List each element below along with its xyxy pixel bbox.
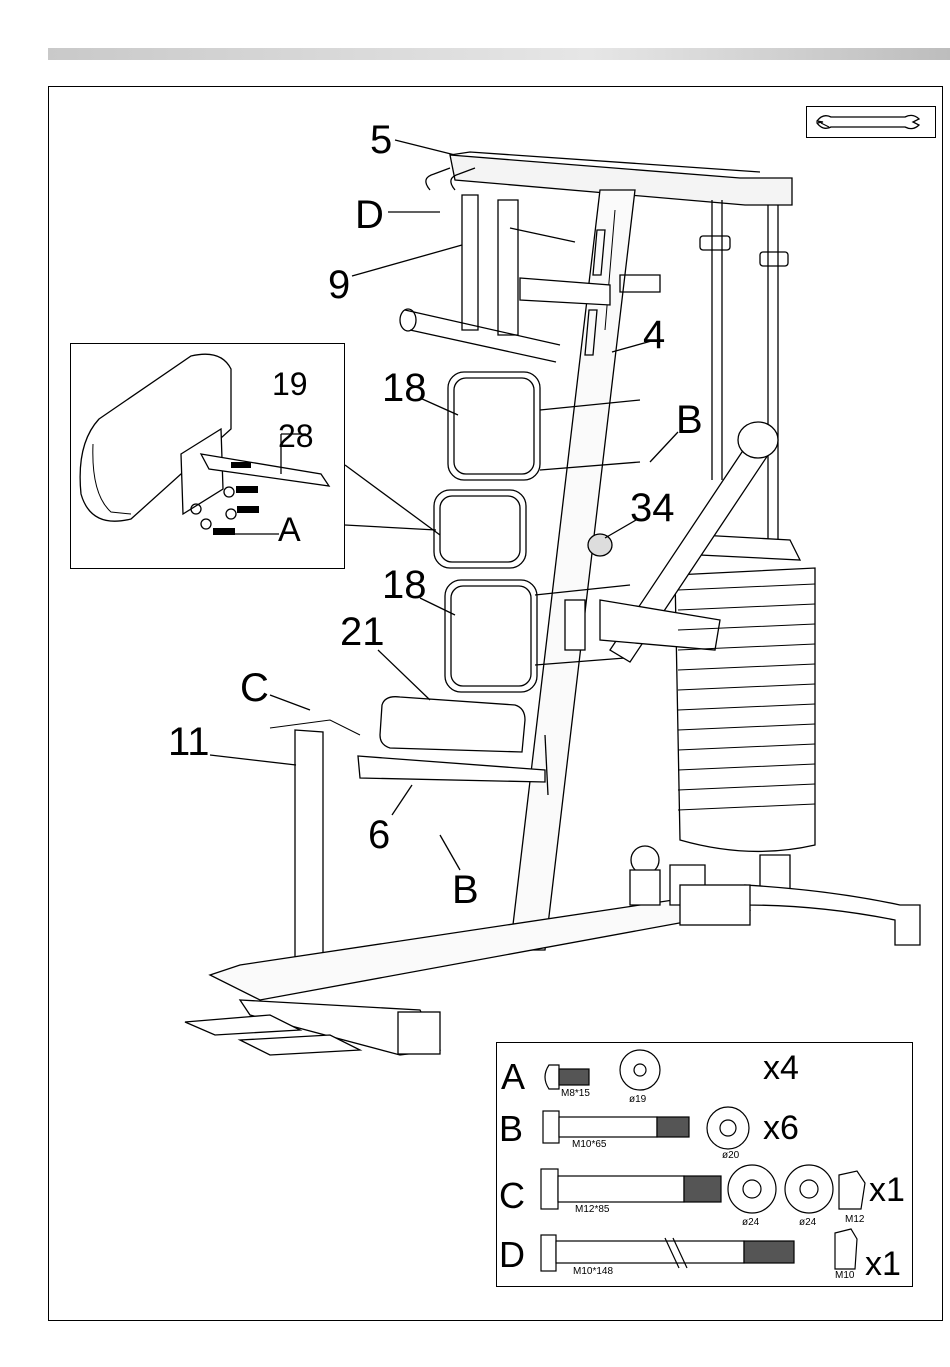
hardware-washer-B: ø20 xyxy=(722,1151,739,1161)
callout-34: 34 xyxy=(630,488,675,528)
callout-5: 5 xyxy=(370,120,392,160)
hardware-qty-D: x1 xyxy=(865,1247,901,1281)
hardware-drawing xyxy=(497,1043,912,1286)
callout-B-bottom: B xyxy=(452,870,479,910)
hardware-qty-C: x1 xyxy=(869,1173,905,1207)
hardware-nut-C: M12 xyxy=(845,1215,864,1225)
hardware-nut-D: M10 xyxy=(835,1271,854,1281)
hardware-letter-B: B xyxy=(499,1111,523,1147)
hardware-bolt-B: M10*65 xyxy=(572,1140,606,1150)
hardware-bolt-A: M8*15 xyxy=(561,1089,590,1099)
callout-11: 11 xyxy=(168,722,210,762)
hardware-washer-A: ø19 xyxy=(629,1095,646,1105)
hardware-letter-C: C xyxy=(499,1178,525,1214)
hardware-washer-C2: ø24 xyxy=(799,1218,816,1228)
callout-A: A xyxy=(278,510,301,550)
hardware-qty-A: x4 xyxy=(763,1051,799,1085)
hardware-letter-D: D xyxy=(499,1237,525,1273)
callout-B-top: B xyxy=(676,400,703,440)
callout-6: 6 xyxy=(368,815,390,855)
callout-9: 9 xyxy=(328,265,350,305)
callout-C: C xyxy=(240,668,269,708)
hardware-bolt-C: M12*85 xyxy=(575,1205,609,1215)
hardware-washer-C1: ø24 xyxy=(742,1218,759,1228)
callout-4: 4 xyxy=(643,315,665,355)
callout-18-top: 18 xyxy=(382,368,427,408)
hardware-parts-box: A M8*15 ø19 x4 B M10*65 ø20 x6 C M12*85 … xyxy=(496,1042,913,1287)
hardware-bolt-D: M10*148 xyxy=(573,1267,613,1277)
hardware-letter-A: A xyxy=(501,1059,525,1095)
callout-19: 19 xyxy=(272,364,308,404)
callout-28: 28 xyxy=(278,416,314,456)
callout-18-bottom: 18 xyxy=(382,565,427,605)
callout-D: D xyxy=(355,195,384,235)
hardware-qty-B: x6 xyxy=(763,1111,799,1145)
callout-21: 21 xyxy=(340,612,385,652)
